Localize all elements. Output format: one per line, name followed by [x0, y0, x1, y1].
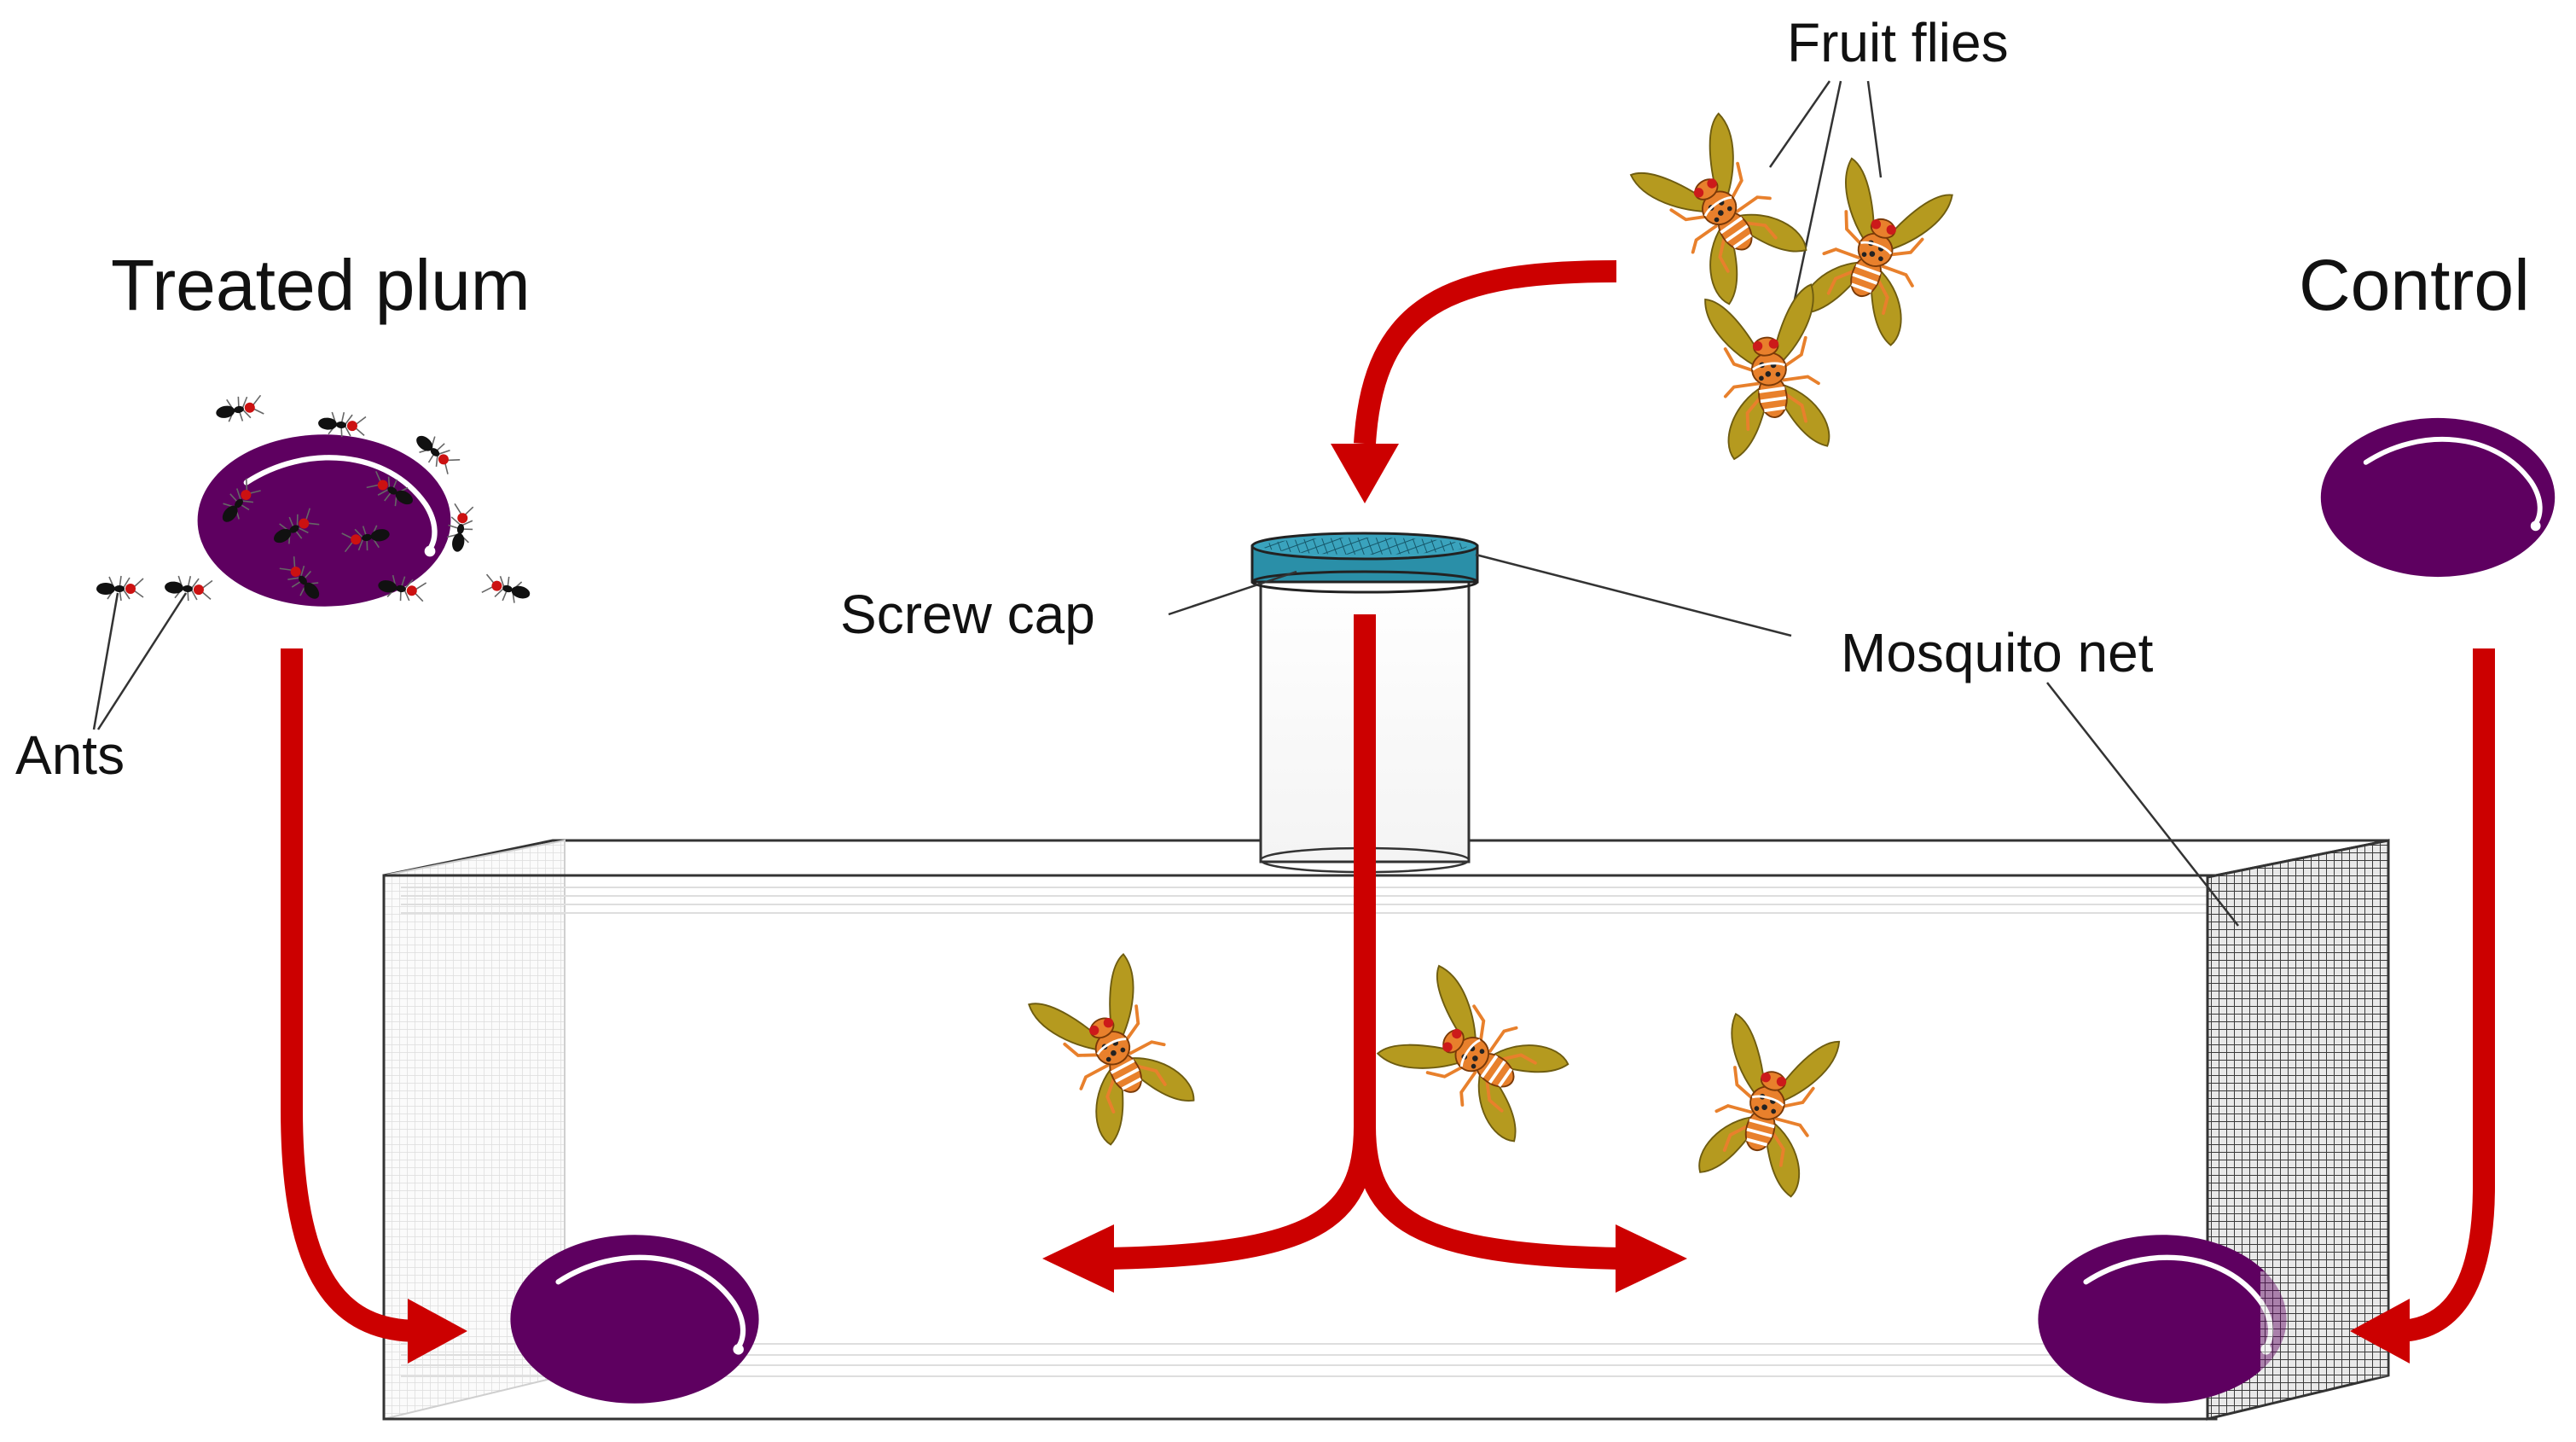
flow-arrow-icon	[281, 648, 419, 1342]
treated-plum-label: Treated plum	[111, 245, 531, 325]
flow-arrows	[281, 260, 2495, 1342]
treated-plum-in-box-icon	[510, 1235, 758, 1404]
mosquito-net-label: Mosquito net	[1841, 622, 2154, 683]
ant-icon	[480, 570, 534, 608]
arrowhead-icon	[2350, 1299, 2410, 1364]
control-plum-icon	[2321, 418, 2555, 577]
arrowhead-icon	[408, 1299, 467, 1364]
arrowhead-icon	[1042, 1224, 1114, 1293]
flow-arrow-icon	[1354, 260, 1617, 445]
ant-icon	[213, 392, 265, 427]
net-overlay-icon	[2260, 1271, 2388, 1399]
screw-cap-icon	[1250, 532, 1479, 594]
leader-lines	[92, 80, 2239, 927]
fruit-flies-label: Fruit flies	[1787, 12, 2009, 73]
arrowheads	[408, 444, 2410, 1364]
flow-arrow-icon	[1354, 1125, 1622, 1270]
ants-label: Ants	[15, 724, 125, 786]
arrowhead-icon	[1331, 444, 1399, 503]
flow-arrow-icon	[2396, 648, 2495, 1342]
control-label: Control	[2299, 245, 2530, 325]
ant-icon	[163, 573, 214, 604]
control-plum-in-box-icon	[2038, 1235, 2286, 1404]
arrowhead-icon	[1616, 1224, 1687, 1293]
screw-cap-label: Screw cap	[840, 584, 1095, 645]
fruit-fly-icon	[1628, 111, 1814, 310]
ant-icon	[96, 575, 144, 602]
